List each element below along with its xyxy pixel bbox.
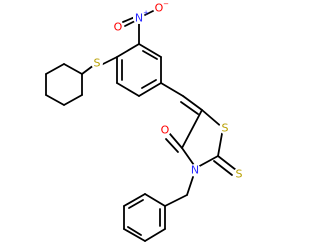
atom-n-nitro: N + [133,9,149,25]
phenyl-ring [123,193,188,242]
atom-s-thioether: S [91,57,103,70]
svg-text:O: O [155,2,164,15]
bond-s-aryl [100,56,118,66]
bond-carbonyl-double [165,138,179,153]
bond-aryl-methine [160,82,184,97]
svg-text:O: O [114,21,123,34]
atom-n-ring: N [189,164,201,177]
svg-text:O: O [161,124,170,137]
bond-carbonyl [169,133,183,149]
svg-text:−: − [163,0,169,8]
nitrobenzene-ring [116,43,162,97]
atom-o-carbonyl: O [159,124,171,137]
cyclohexyl-ring [45,63,83,106]
svg-text:N: N [135,12,143,25]
svg-text:S: S [236,168,243,181]
svg-text:+: + [143,9,149,17]
bond-methine-c5-double [180,101,199,115]
atom-s-ring: S [219,122,231,135]
bond-thione-double [213,160,233,176]
atom-o-nitro-top: O − [153,0,169,15]
atom-o-nitro-left: O [112,21,124,34]
molecule-structure: S N + O − O O S N S [45,0,245,242]
bond-n-ch2 [186,176,194,196]
bond-cyclohexyl-s [81,64,95,75]
svg-text:S: S [94,57,101,70]
bond-thione [217,155,237,171]
svg-text:S: S [222,122,229,135]
svg-text:N: N [191,164,199,177]
bond-methine-c5 [182,95,203,111]
atom-s-thione: S [233,168,245,181]
thiazolidinone-ring [181,109,224,169]
